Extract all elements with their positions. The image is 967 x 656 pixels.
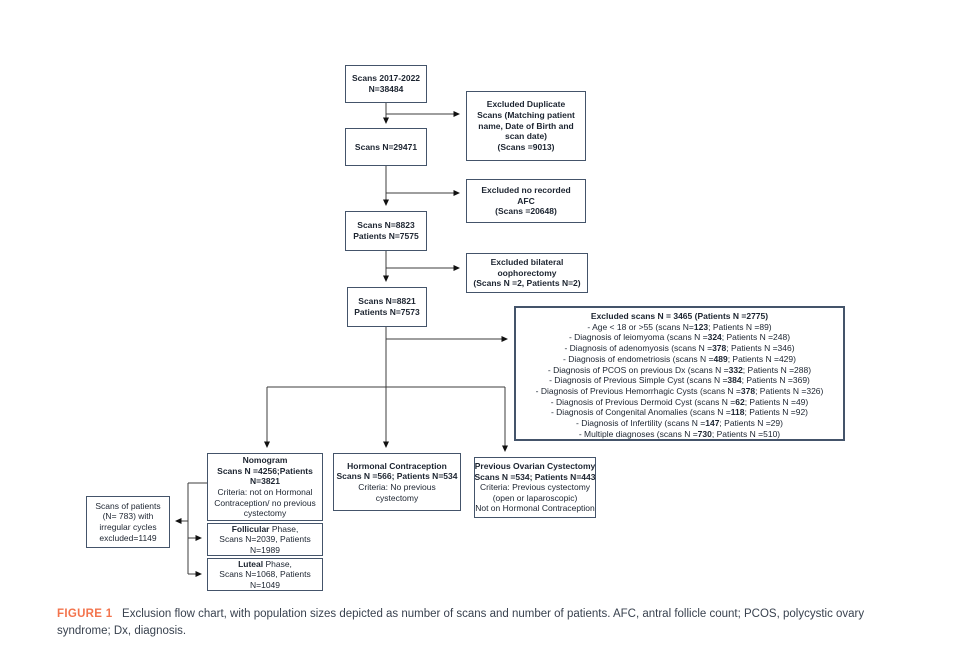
box-line: Scans N =4256;Patients (217, 465, 313, 476)
box-line: oophorectomy (497, 267, 557, 278)
box-line: - Diagnosis of Previous Dermoid Cyst (sc… (550, 396, 809, 407)
box-line: Excluded Duplicate (486, 99, 566, 110)
figure-caption-label: FIGURE 1 (57, 608, 113, 620)
box-line: Patients N=7573 (354, 307, 420, 317)
box-line: Previous Ovarian Cystectomy (474, 460, 596, 471)
box-line: - Diagnosis of Infertility (scans N =147… (576, 418, 783, 429)
figure-caption: FIGURE 1 Exclusion flow chart, with popu… (57, 606, 883, 641)
box-line: (open or laparoscopic) (492, 492, 578, 503)
box-line: Scans N=29471 (354, 141, 418, 152)
box-line: (Scans N =2, Patients N=2) (473, 278, 581, 289)
box-line: - Age < 18 or >55 (scans N=123; Patients… (587, 321, 772, 332)
box-line: (Scans =9013) (497, 141, 555, 152)
box-scans-29471: Scans N=29471 (345, 128, 427, 166)
box-line: - Diagnosis of Previous Hemorrhagic Cyst… (535, 385, 824, 396)
box-line: N=38484 (368, 84, 404, 94)
box-line: Contraception/ no previous (214, 497, 316, 508)
box-line: - Diagnosis of Congenital Anomalies (sca… (550, 407, 809, 418)
excluded-scans-title: Excluded scans N = 3465 (Patients N =277… (590, 311, 769, 321)
box-line: Excluded bilateral (490, 257, 564, 268)
box-line: Criteria: not on Hormonal (217, 487, 313, 497)
box-line: Scans 2017-2022 (351, 73, 421, 84)
box-line: Follicular Phase, (231, 523, 299, 534)
box-line: N=1049 (249, 579, 280, 590)
box-line: irregular cycles (99, 522, 157, 532)
box-line: - Diagnosis of leiomyoma (scans N =324; … (568, 332, 791, 343)
box-line: Nomogram (242, 455, 288, 466)
box-line: Scans N=8821 (358, 296, 416, 307)
box-line: Criteria: No previous (358, 482, 436, 492)
box-line: - Diagnosis of endometriosis (scans N =4… (563, 353, 796, 364)
box-line: cystectomy (375, 492, 419, 503)
box-line: Scans N=8823 (357, 220, 415, 231)
box-line: Not on Hormonal Contraception (475, 503, 595, 514)
box-line: Excluded no recorded (481, 185, 571, 196)
box-line: scan date) (504, 131, 548, 142)
figure-caption-text: Exclusion flow chart, with population si… (57, 608, 865, 638)
box-line: Scans N =566; Patients N=534 (336, 471, 458, 482)
box-excluded-scans-detail: Excluded scans N = 3465 (Patients N =277… (514, 306, 845, 441)
box-line: AFC (517, 195, 535, 206)
box-line: Scans N=1068, Patients (219, 569, 311, 580)
box-line: Scans N=2039, Patients (219, 534, 311, 545)
box-line: N=3821 (249, 476, 280, 487)
box-line: Scans (Matching patient (477, 110, 575, 121)
box-line: Criteria: Previous cystectomy (479, 482, 591, 493)
box-line: N=1989 (249, 544, 280, 555)
box-line: Patients N=7575 (353, 231, 419, 241)
box-line: Scans N =534; Patients N=443 (474, 471, 596, 482)
box-line: (Scans =20648) (495, 206, 557, 217)
box-line: - Multiple diagnoses (scans N =730; Pati… (578, 428, 781, 439)
box-line: - Diagnosis of Previous Simple Cyst (sca… (549, 375, 810, 386)
box-line: - Diagnosis of PCOS on previous Dx (scan… (547, 364, 812, 375)
box-line: - Diagnosis of adenomyosis (scans N =378… (564, 343, 795, 354)
box-line: cystectomy (243, 508, 287, 519)
box-line: Scans of patients (95, 500, 161, 511)
box-line: Hormonal Contraception (347, 460, 447, 471)
box-line: name, Date of Birth and (478, 120, 574, 131)
box-line: (N= 783) with (102, 511, 154, 522)
box-line: excluded=1149 (99, 532, 157, 543)
box-line: Luteal Phase, (238, 558, 292, 569)
excluded-scans-list: - Age < 18 or >55 (scans N=123; Patients… (536, 322, 824, 440)
